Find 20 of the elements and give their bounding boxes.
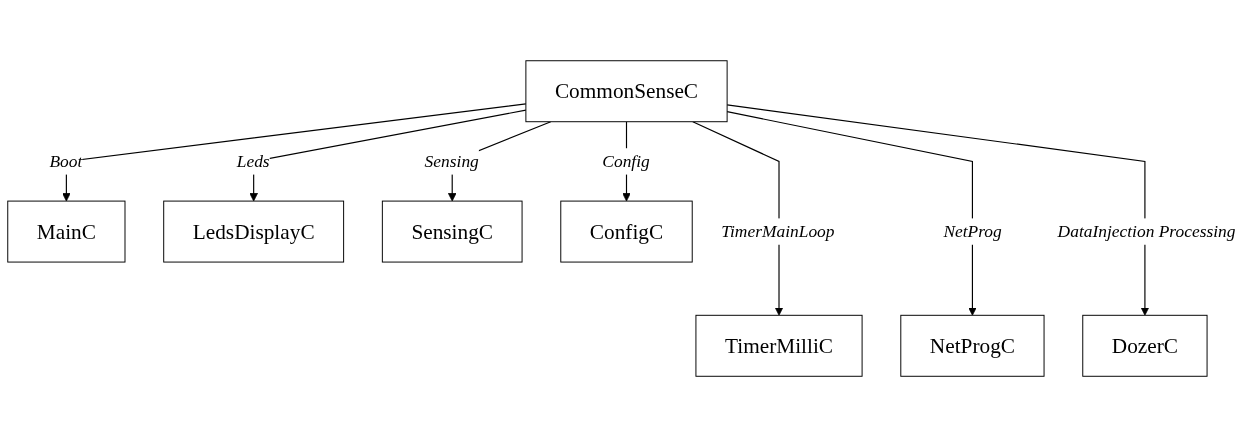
edge-label: Sensing <box>424 151 479 171</box>
arrow <box>62 103 527 202</box>
edge-label: Config <box>602 151 650 171</box>
node-box: NetProgC <box>900 314 1045 377</box>
arrow <box>249 109 527 202</box>
edge-label: Leds <box>236 151 270 171</box>
arrow <box>726 111 977 316</box>
node-box: DozerC <box>1082 314 1208 377</box>
edge-label: Boot <box>49 151 83 171</box>
edge-label: DataInjection Processing <box>1057 221 1236 241</box>
node-box: LedsDisplayC <box>163 200 345 263</box>
node-box: MainC <box>7 200 126 263</box>
node-box: TimerMilliC <box>695 314 863 377</box>
edge-label: TimerMainLoop <box>721 221 835 241</box>
node-box: ConfigC <box>560 200 693 263</box>
arrow <box>692 121 784 316</box>
node-box: SensingC <box>381 200 523 263</box>
node-box: CommonSenseC <box>525 60 728 123</box>
arrow <box>726 104 1150 316</box>
edge-label: NetProg <box>943 221 1002 241</box>
